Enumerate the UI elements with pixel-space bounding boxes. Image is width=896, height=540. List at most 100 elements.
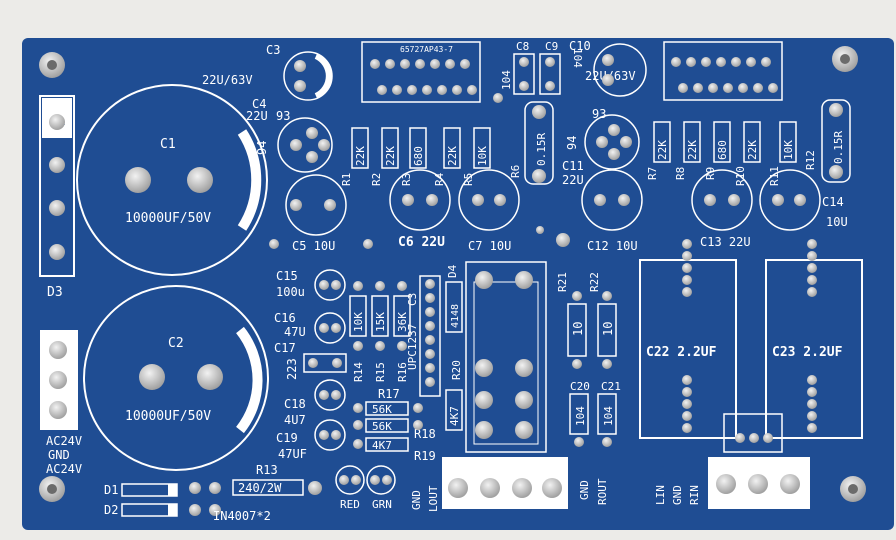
upc-label: UPC1237 [406, 324, 419, 370]
q93b-label: 93 [592, 107, 606, 121]
r16-label: R16 [396, 362, 409, 382]
r21-c21-pads [572, 291, 612, 447]
r14-r16-outlines [349, 295, 411, 337]
pcb-substrate [22, 38, 894, 530]
c8-outline [513, 53, 535, 95]
r20-outline [445, 389, 463, 431]
c22-label: C22 2.2UF [646, 345, 717, 360]
resistor-outlines-left [351, 127, 491, 169]
misc-vias [269, 226, 544, 249]
r2-label: R2 [370, 173, 383, 186]
d2-band [168, 504, 177, 516]
r13-label: R13 [256, 463, 278, 477]
r8-label: R8 [674, 167, 687, 180]
r22-label: R22 [588, 272, 601, 292]
ic-left-pads [370, 59, 477, 95]
r17-value: 56K [372, 403, 392, 416]
output-pads [448, 478, 562, 498]
r22-outline [597, 303, 617, 357]
r17-label: R17 [378, 387, 400, 401]
c3b-label: C3 [406, 293, 419, 306]
c4-label: C4 [252, 97, 266, 111]
c13-label: C13 22U [700, 235, 751, 249]
c17-label: C17 [274, 341, 296, 355]
c20-value: 104 [574, 406, 587, 426]
ic-left-label: 65727AP43-7 [400, 45, 453, 54]
resistor-outlines-right [653, 121, 797, 163]
relay-pads [475, 233, 570, 439]
r-10k-1: 10K [476, 146, 489, 166]
r17-r19-pads [353, 403, 423, 449]
gnd-label-2: GND [410, 490, 423, 510]
c5-label: C5 10U [292, 239, 335, 253]
c18-label: C18 [284, 397, 306, 411]
c15-value: 100u [276, 285, 305, 299]
q94b-label: 94 [565, 136, 579, 150]
r6-value: 0.15R [535, 133, 548, 166]
d1-label: D1 [104, 483, 118, 497]
in4007-label: IN4007*2 [213, 509, 271, 523]
film-cap-pads [682, 239, 817, 433]
small-cap-outlines-right [581, 43, 821, 231]
r18-label: R18 [414, 427, 436, 441]
input-header-pads [735, 433, 773, 443]
r12-value: 0.15R [832, 131, 845, 164]
c8c9-pads [493, 57, 555, 103]
r17-outline [365, 401, 409, 416]
r-22k-1: 22K [354, 146, 367, 166]
r19-outline [365, 437, 409, 452]
r-10k-2: 10K [782, 140, 795, 160]
r-22k-2: 22K [384, 146, 397, 166]
r21-outline [567, 303, 587, 357]
c21-value: 104 [602, 406, 615, 426]
r21-value: 10 [571, 322, 585, 336]
r19-label: R19 [414, 449, 436, 463]
c17-value: 223 [285, 358, 299, 380]
r20-label: R20 [450, 360, 463, 380]
lin-label: LIN [654, 485, 667, 505]
c3-label: C3 [266, 43, 280, 57]
r-22k-6: 22K [746, 140, 759, 160]
mid-cap-pads [308, 280, 342, 440]
d4-outline [445, 281, 463, 333]
d4-label: D4 [446, 264, 459, 278]
gnd-label-1: GND [48, 448, 70, 462]
r-22k-4: 22K [656, 140, 669, 160]
r6-outline [524, 101, 554, 185]
led-outlines [335, 465, 396, 495]
ac-pads [49, 341, 67, 419]
c21-label: C21 [601, 380, 621, 393]
capacitor-c2 [83, 285, 269, 471]
led-grn-label: GRN [372, 498, 392, 511]
c19-value: 47UF [278, 447, 307, 461]
r-22k-3: 22K [446, 146, 459, 166]
r7-label: R7 [646, 167, 659, 180]
r-22k-5: 22K [686, 140, 699, 160]
r21-label: R21 [556, 272, 569, 292]
r3-label: R3 [400, 173, 413, 186]
c1-pad [187, 167, 213, 193]
r12-pads [829, 103, 843, 179]
r15-label: R15 [374, 362, 387, 382]
r12-label: R12 [804, 150, 817, 170]
c8-label: C8 [516, 40, 529, 53]
c19-label: C19 [276, 431, 298, 445]
r19-value: 4K7 [372, 439, 392, 452]
c11-label: C11 [562, 159, 584, 173]
c1-pad [125, 167, 151, 193]
d3-label: D3 [47, 285, 63, 300]
c18-value: 4U7 [284, 413, 306, 427]
c10-label: C10 [569, 39, 591, 53]
r6-pads [532, 105, 546, 183]
c2-label: C2 [168, 336, 184, 351]
d4-value: 4148 [450, 304, 461, 328]
r5-label: R5 [462, 173, 475, 186]
c2-pad [197, 364, 223, 390]
r13-outline [232, 479, 304, 496]
c21-outline [597, 393, 617, 435]
small-cap-pads-left [290, 60, 506, 211]
small-cap-outlines-left [277, 51, 520, 236]
d3-pads [49, 114, 65, 260]
